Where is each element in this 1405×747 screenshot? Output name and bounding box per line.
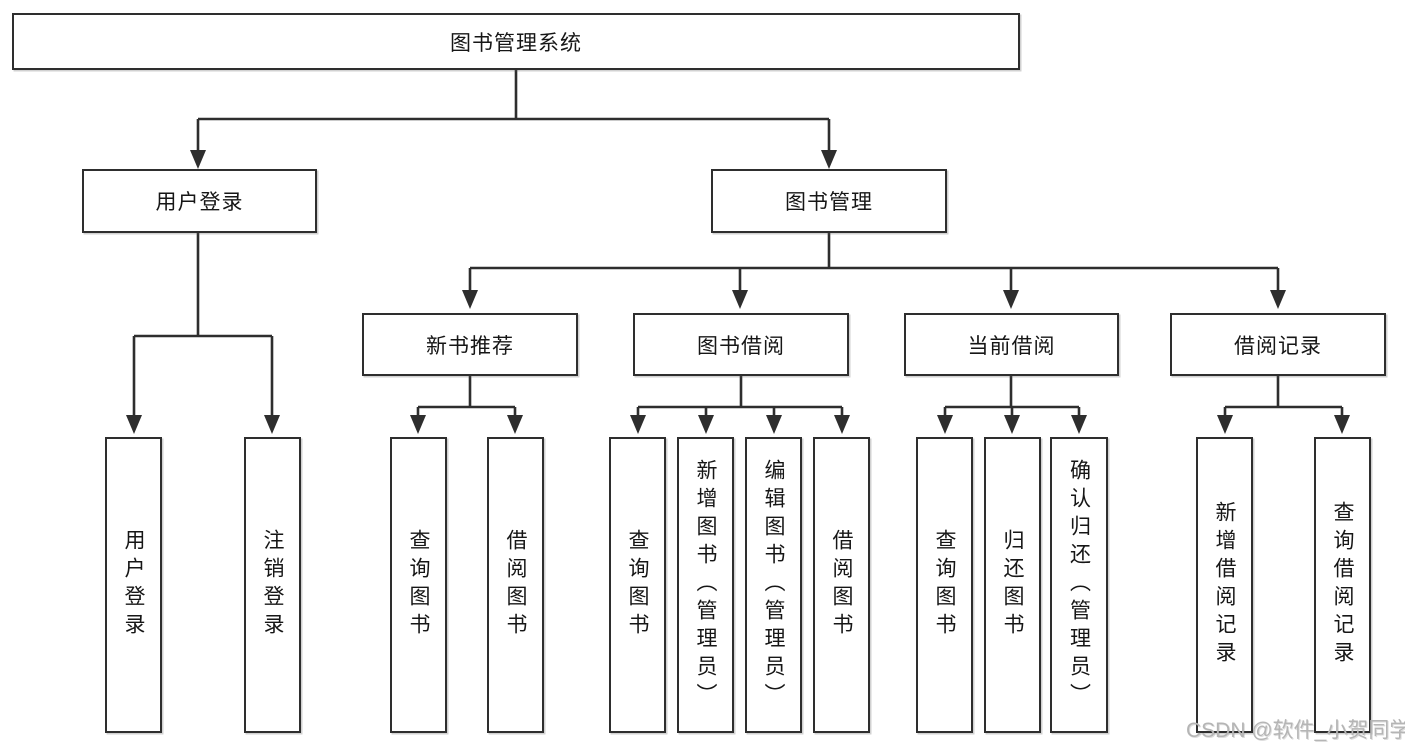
leaf-confirm-return-admin-label: 确认归还（管理员） [1067, 459, 1091, 711]
arrowhead-icon [1270, 290, 1286, 309]
connector-root [196, 70, 831, 152]
leaf-borrow-books-recommend: 借阅图书 [487, 437, 544, 733]
watermark: CSDN @软件_小贺同学 [1186, 719, 1405, 742]
leaf-edit-books-admin-label: 编辑图书（管理员） [762, 459, 785, 711]
leaf-borrow-books: 借阅图书 [813, 437, 870, 733]
node-user-login: 用户登录 [82, 169, 317, 233]
arrowhead-icon [126, 415, 142, 434]
arrowhead-icon [1071, 415, 1087, 434]
leaf-user-login-label: 用户登录 [122, 529, 145, 641]
leaf-borrow-books-label: 借阅图书 [830, 529, 853, 641]
connector-new-book-recommend [416, 376, 517, 417]
node-new-book-recommend-label: 新书推荐 [426, 334, 514, 358]
arrowhead-icon [821, 150, 837, 169]
node-book-borrow-label: 图书借阅 [697, 334, 785, 358]
leaf-logout-login: 注销登录 [244, 437, 301, 733]
node-user-login-label: 用户登录 [155, 191, 244, 214]
connector-current-borrow [943, 376, 1081, 417]
leaf-add-borrow-record-label: 新增借阅记录 [1213, 501, 1236, 669]
arrowhead-icon [1334, 415, 1350, 434]
connector-borrow-record [1223, 376, 1344, 417]
arrowhead-icon [834, 415, 850, 434]
node-book-borrow: 图书借阅 [633, 313, 849, 376]
node-borrow-record-label: 借阅记录 [1234, 334, 1322, 358]
leaf-add-borrow-record: 新增借阅记录 [1196, 437, 1253, 733]
leaf-query-books-borrow-label: 查询图书 [626, 529, 649, 641]
leaf-user-login: 用户登录 [105, 437, 162, 733]
leaf-add-books-admin: 新增图书（管理员） [677, 437, 734, 733]
leaf-query-borrow-record: 查询借阅记录 [1314, 437, 1371, 733]
arrowhead-icon [1004, 415, 1020, 434]
leaf-query-books-recommend: 查询图书 [390, 437, 447, 733]
leaf-edit-books-admin: 编辑图书（管理员） [745, 437, 802, 733]
arrowhead-icon [462, 290, 478, 309]
leaf-query-books-current: 查询图书 [916, 437, 973, 733]
arrowhead-icon [1003, 290, 1019, 309]
leaf-query-books-borrow: 查询图书 [609, 437, 666, 733]
arrowhead-icon [410, 415, 426, 434]
leaf-logout-login-label: 注销登录 [261, 529, 284, 641]
arrowhead-icon [937, 415, 953, 434]
arrowhead-icon [766, 415, 782, 434]
arrowhead-icon [507, 415, 523, 434]
leaf-confirm-return-admin: 确认归还（管理员） [1050, 437, 1108, 733]
arrowheads [126, 150, 1350, 434]
leaf-query-books-recommend-label: 查询图书 [407, 529, 430, 641]
arrowhead-icon [1217, 415, 1233, 434]
node-borrow-record: 借阅记录 [1170, 313, 1386, 376]
arrowhead-icon [698, 415, 714, 434]
arrowhead-icon [190, 150, 206, 169]
arrowhead-icon [264, 415, 280, 434]
arrowhead-icon [732, 290, 748, 309]
node-root: 图书管理系统 [12, 13, 1020, 70]
connector-user-login [132, 233, 274, 417]
leaf-query-borrow-record-label: 查询借阅记录 [1331, 501, 1354, 669]
node-root-label: 图书管理系统 [450, 31, 582, 55]
leaf-return-books-label: 归还图书 [1001, 529, 1024, 641]
leaf-add-books-admin-label: 新增图书（管理员） [694, 459, 717, 711]
node-current-borrow: 当前借阅 [904, 313, 1119, 376]
node-book-management-label: 图书管理 [785, 191, 873, 214]
leaf-query-books-current-label: 查询图书 [933, 529, 956, 641]
connector-book-management [468, 233, 1280, 292]
leaf-return-books: 归还图书 [984, 437, 1041, 733]
leaf-borrow-books-recommend-label: 借阅图书 [504, 529, 527, 641]
node-current-borrow-label: 当前借阅 [967, 334, 1056, 358]
node-book-management: 图书管理 [711, 169, 947, 233]
arrowhead-icon [630, 415, 646, 434]
node-new-book-recommend: 新书推荐 [362, 313, 578, 376]
connector-book-borrow [636, 376, 844, 417]
